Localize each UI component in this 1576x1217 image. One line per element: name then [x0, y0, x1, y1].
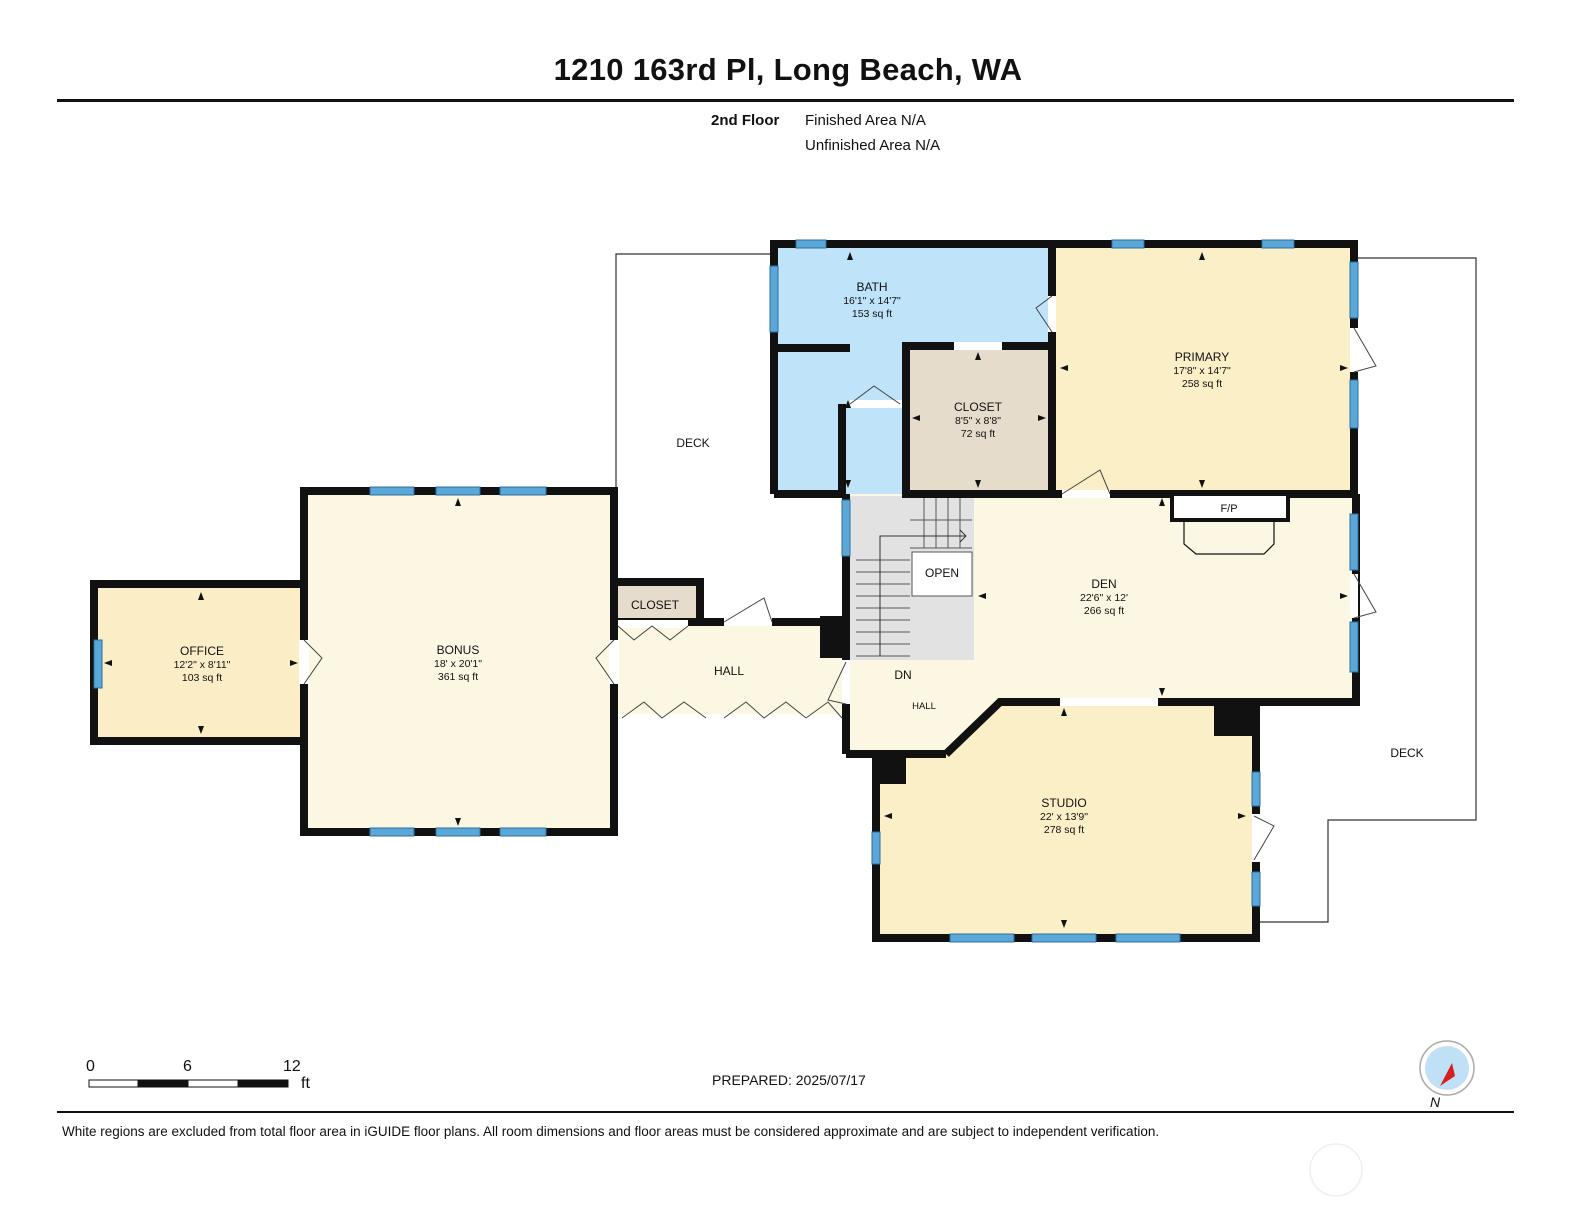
door-openings [299, 296, 1358, 862]
deck-outlines [615, 253, 1477, 923]
hall-small-label: HALL [912, 701, 936, 712]
fp-label: F/P [1220, 503, 1237, 515]
den-fill [848, 494, 1354, 752]
door-swings [303, 295, 1377, 861]
studio-area: 278 sq ft [1044, 824, 1084, 836]
office-name: OFFICE [180, 644, 224, 658]
studio-dims: 22' x 13'9" [1040, 811, 1088, 823]
primary-area: 258 sq ft [1182, 378, 1222, 390]
closet-main-dims: 8'5" x 8'8" [955, 415, 1001, 427]
wall-blocks [820, 616, 1256, 784]
room-fills [96, 244, 1354, 936]
compass-icon: N [1419, 1040, 1475, 1110]
header-divider [57, 99, 1514, 102]
deck-right-label: DECK [1390, 746, 1423, 760]
open-label: OPEN [925, 566, 959, 580]
scale-mark-0: 0 [86, 1058, 95, 1075]
disclaimer-text: White regions are excluded from total fl… [62, 1124, 1160, 1139]
bonus-fill [304, 492, 614, 832]
page-title: 1210 163rd Pl, Long Beach, WA [553, 52, 1023, 87]
finished-area: Finished Area N/A [805, 112, 926, 129]
primary-dims: 17'8" x 14'7" [1173, 365, 1231, 377]
fireplace [1170, 492, 1290, 555]
compass-n-label: N [1430, 1094, 1441, 1110]
scale-unit: ft [301, 1075, 310, 1092]
windows [93, 239, 1359, 943]
scale-mark-12: 12 [283, 1058, 301, 1075]
den-dims: 22'6" x 12' [1080, 592, 1128, 604]
bath-name: BATH [856, 280, 887, 294]
hall-label: HALL [714, 664, 744, 678]
stairs [856, 498, 973, 657]
deck-left-outline [615, 253, 774, 490]
bath-area: 153 sq ft [852, 308, 892, 320]
den-area: 266 sq ft [1084, 605, 1124, 617]
deck-left-label: DECK [676, 436, 709, 450]
open-box [911, 551, 973, 597]
watermark-circle [1309, 1143, 1363, 1197]
bath-dims: 16'1" x 14'7" [843, 295, 901, 307]
unfinished-area: Unfinished Area N/A [805, 137, 941, 154]
scale-bar [88, 1079, 289, 1088]
den-name: DEN [1091, 577, 1116, 591]
primary-fill [1054, 244, 1354, 494]
office-fill [96, 586, 304, 739]
prepared-date: PREPARED: 2025/07/17 [712, 1072, 866, 1088]
closet-small-fill [616, 582, 700, 624]
closet-small-label: CLOSET [631, 598, 680, 612]
closet-main-area: 72 sq ft [961, 428, 996, 440]
floor-label: 2nd Floor [711, 112, 780, 129]
room-labels: BATH 16'1" x 14'7" 153 sq ft PRIMARY 17'… [174, 280, 1424, 836]
office-area: 103 sq ft [182, 672, 222, 684]
bonus-name: BONUS [437, 643, 480, 657]
footer-divider [57, 1111, 1514, 1113]
primary-name: PRIMARY [1175, 350, 1229, 364]
studio-fill [876, 702, 1254, 936]
dn-label: DN [894, 668, 911, 682]
closet-main-name: CLOSET [954, 400, 1003, 414]
bonus-area: 361 sq ft [438, 671, 478, 683]
scale-mark-6: 6 [183, 1058, 192, 1075]
hall-fill [616, 624, 846, 716]
closet-main-fill [906, 346, 1052, 494]
studio-name: STUDIO [1041, 796, 1086, 810]
dimension-markers [104, 252, 1348, 928]
deck-right-outline [1256, 257, 1477, 923]
bonus-dims: 18' x 20'1" [434, 658, 482, 670]
office-dims: 12'2" x 8'11" [174, 659, 231, 671]
